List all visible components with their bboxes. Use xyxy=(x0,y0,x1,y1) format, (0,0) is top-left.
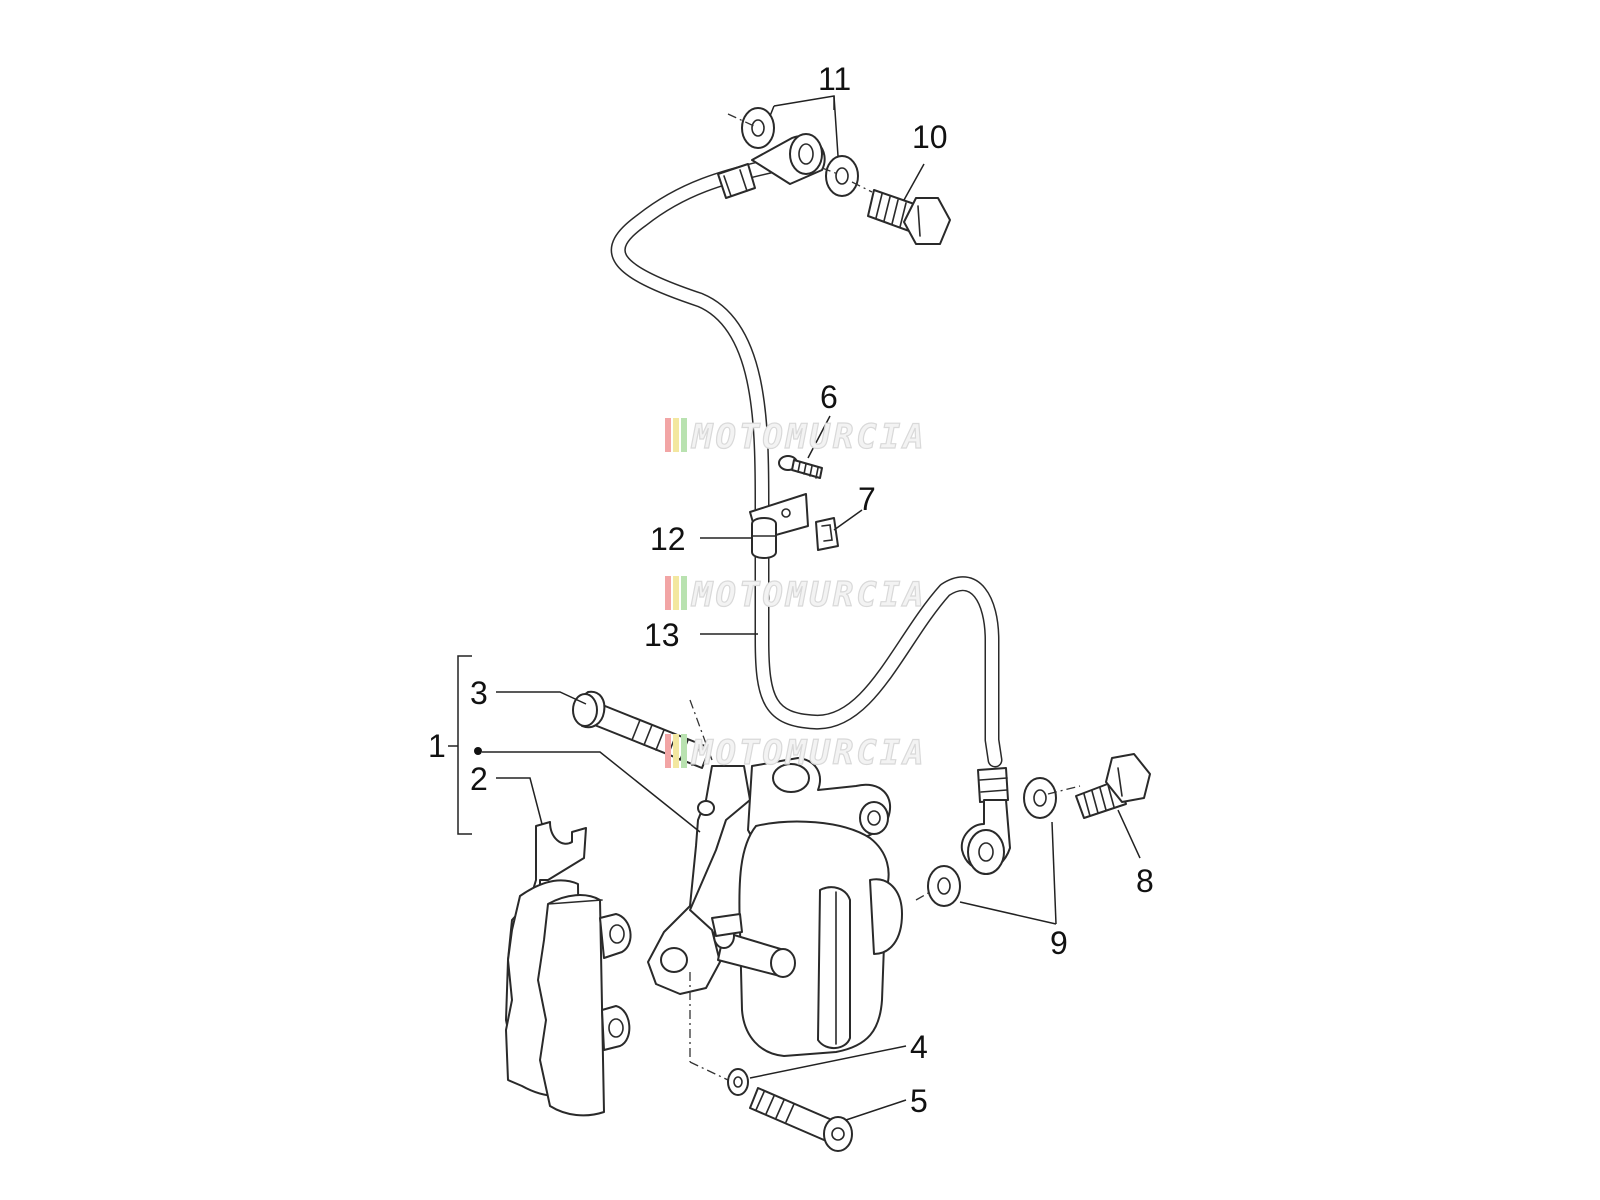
watermark-top: MOTOMURCIA xyxy=(665,416,927,458)
callout-10: 10 xyxy=(912,119,948,155)
hose-clip xyxy=(815,517,839,551)
brake-pads xyxy=(505,821,632,1117)
caliper-lower-washer xyxy=(727,1068,749,1096)
bracket-screw xyxy=(778,455,823,479)
callout-6: 6 xyxy=(820,379,838,415)
callout-12: 12 xyxy=(650,521,686,557)
banjo-washer-bottom-right xyxy=(1023,777,1057,819)
banjo-washer-top-left xyxy=(741,107,775,149)
watermark-text: MOTOMURCIA xyxy=(691,417,927,457)
watermark-bottom: MOTOMURCIA xyxy=(665,732,927,774)
callout-4: 4 xyxy=(910,1029,928,1065)
brake-hose xyxy=(610,133,1011,875)
callout-labels: 1 2 3 4 5 6 7 8 9 10 11 12 13 xyxy=(428,61,1154,1119)
callout-13: 13 xyxy=(644,617,680,653)
callout-2: 2 xyxy=(470,761,488,797)
callout-5: 5 xyxy=(910,1083,928,1119)
hose-bracket xyxy=(749,493,809,559)
banjo-bolt-top xyxy=(867,189,951,245)
assembly-axis-lines xyxy=(689,113,1081,1081)
caliper-lower-bolt xyxy=(749,1087,853,1152)
callout-3: 3 xyxy=(470,675,488,711)
caliper-bolt xyxy=(572,690,711,769)
leader-lines xyxy=(448,95,1141,1121)
banjo-washer-bottom-left xyxy=(927,865,961,907)
callout-7: 7 xyxy=(858,481,876,517)
callout-9: 9 xyxy=(1050,925,1068,961)
callout-11: 11 xyxy=(818,61,851,97)
banjo-bolt-bottom xyxy=(1075,753,1151,819)
banjo-washer-top-right xyxy=(825,155,859,197)
watermark-middle: MOTOMURCIA xyxy=(665,574,927,616)
callout-8: 8 xyxy=(1136,863,1154,899)
callout-1: 1 xyxy=(428,728,446,764)
brake-caliper xyxy=(647,757,903,1057)
watermark-text: MOTOMURCIA xyxy=(691,733,927,773)
watermark-text: MOTOMURCIA xyxy=(691,575,927,615)
